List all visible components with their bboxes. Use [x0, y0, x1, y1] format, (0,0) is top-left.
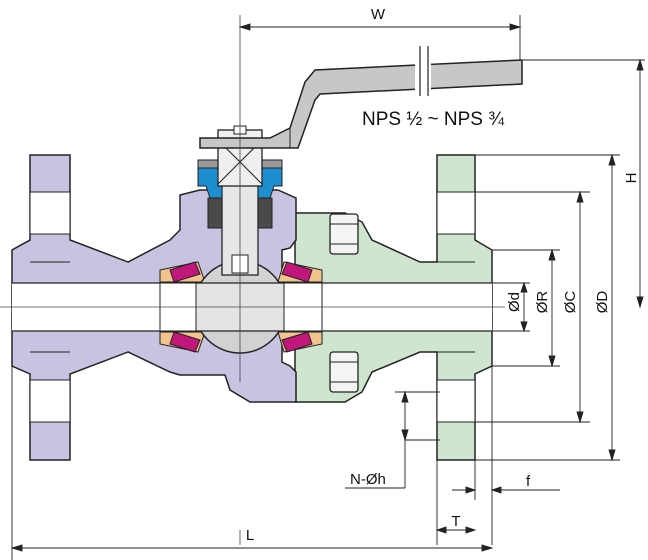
right-bolt-hole-top	[436, 191, 476, 235]
seat-right	[277, 261, 323, 353]
label-D: ØD	[594, 291, 611, 314]
label-note-nps: NPS ½ ~ NPS ¾	[362, 109, 505, 130]
label-R: ØR	[534, 291, 551, 314]
packing-right	[257, 197, 273, 229]
body-bolt-top	[329, 213, 359, 255]
left-bolt-hole-bottom	[29, 379, 71, 423]
label-C: ØC	[562, 291, 579, 314]
label-W: W	[371, 6, 386, 23]
label-H: H	[623, 173, 640, 184]
label-L: L	[246, 527, 254, 544]
seat-left	[159, 261, 206, 353]
label-d: Ød	[506, 292, 523, 312]
body-bolt-bottom	[329, 351, 359, 393]
dimension-lines	[10, 15, 645, 560]
left-bolt-hole-top	[29, 191, 71, 235]
packing-left	[207, 197, 223, 229]
label-T: T	[451, 513, 460, 530]
centerlines	[0, 15, 505, 545]
right-bolt-hole-bottom	[436, 379, 476, 423]
label-N-h: N-Øh	[350, 471, 386, 488]
label-f: f	[526, 473, 531, 490]
lever-handle	[199, 46, 523, 149]
